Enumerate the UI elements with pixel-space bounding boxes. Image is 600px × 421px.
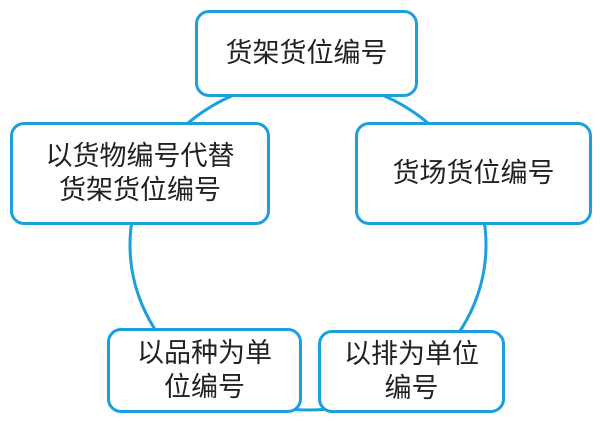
node-yard-location-number: 货场货位编号: [355, 122, 592, 225]
node-text: 以货物编号代替: [45, 140, 235, 172]
node-goods-number-instead: 以货物编号代替 货架货位编号: [10, 122, 270, 225]
node-by-row: 以排为单位 编号: [318, 330, 505, 413]
node-text: 以品种为单: [137, 337, 272, 369]
node-by-variety: 以品种为单 位编号: [107, 328, 302, 413]
node-text: 货架货位编号: [59, 174, 221, 206]
node-text: 货架货位编号: [225, 37, 388, 69]
node-text: 货场货位编号: [392, 157, 555, 189]
node-text: 编号: [384, 372, 439, 404]
node-shelf-location-number: 货架货位编号: [195, 10, 418, 97]
node-text: 以排为单位: [344, 338, 479, 370]
node-text: 位编号: [164, 371, 245, 403]
